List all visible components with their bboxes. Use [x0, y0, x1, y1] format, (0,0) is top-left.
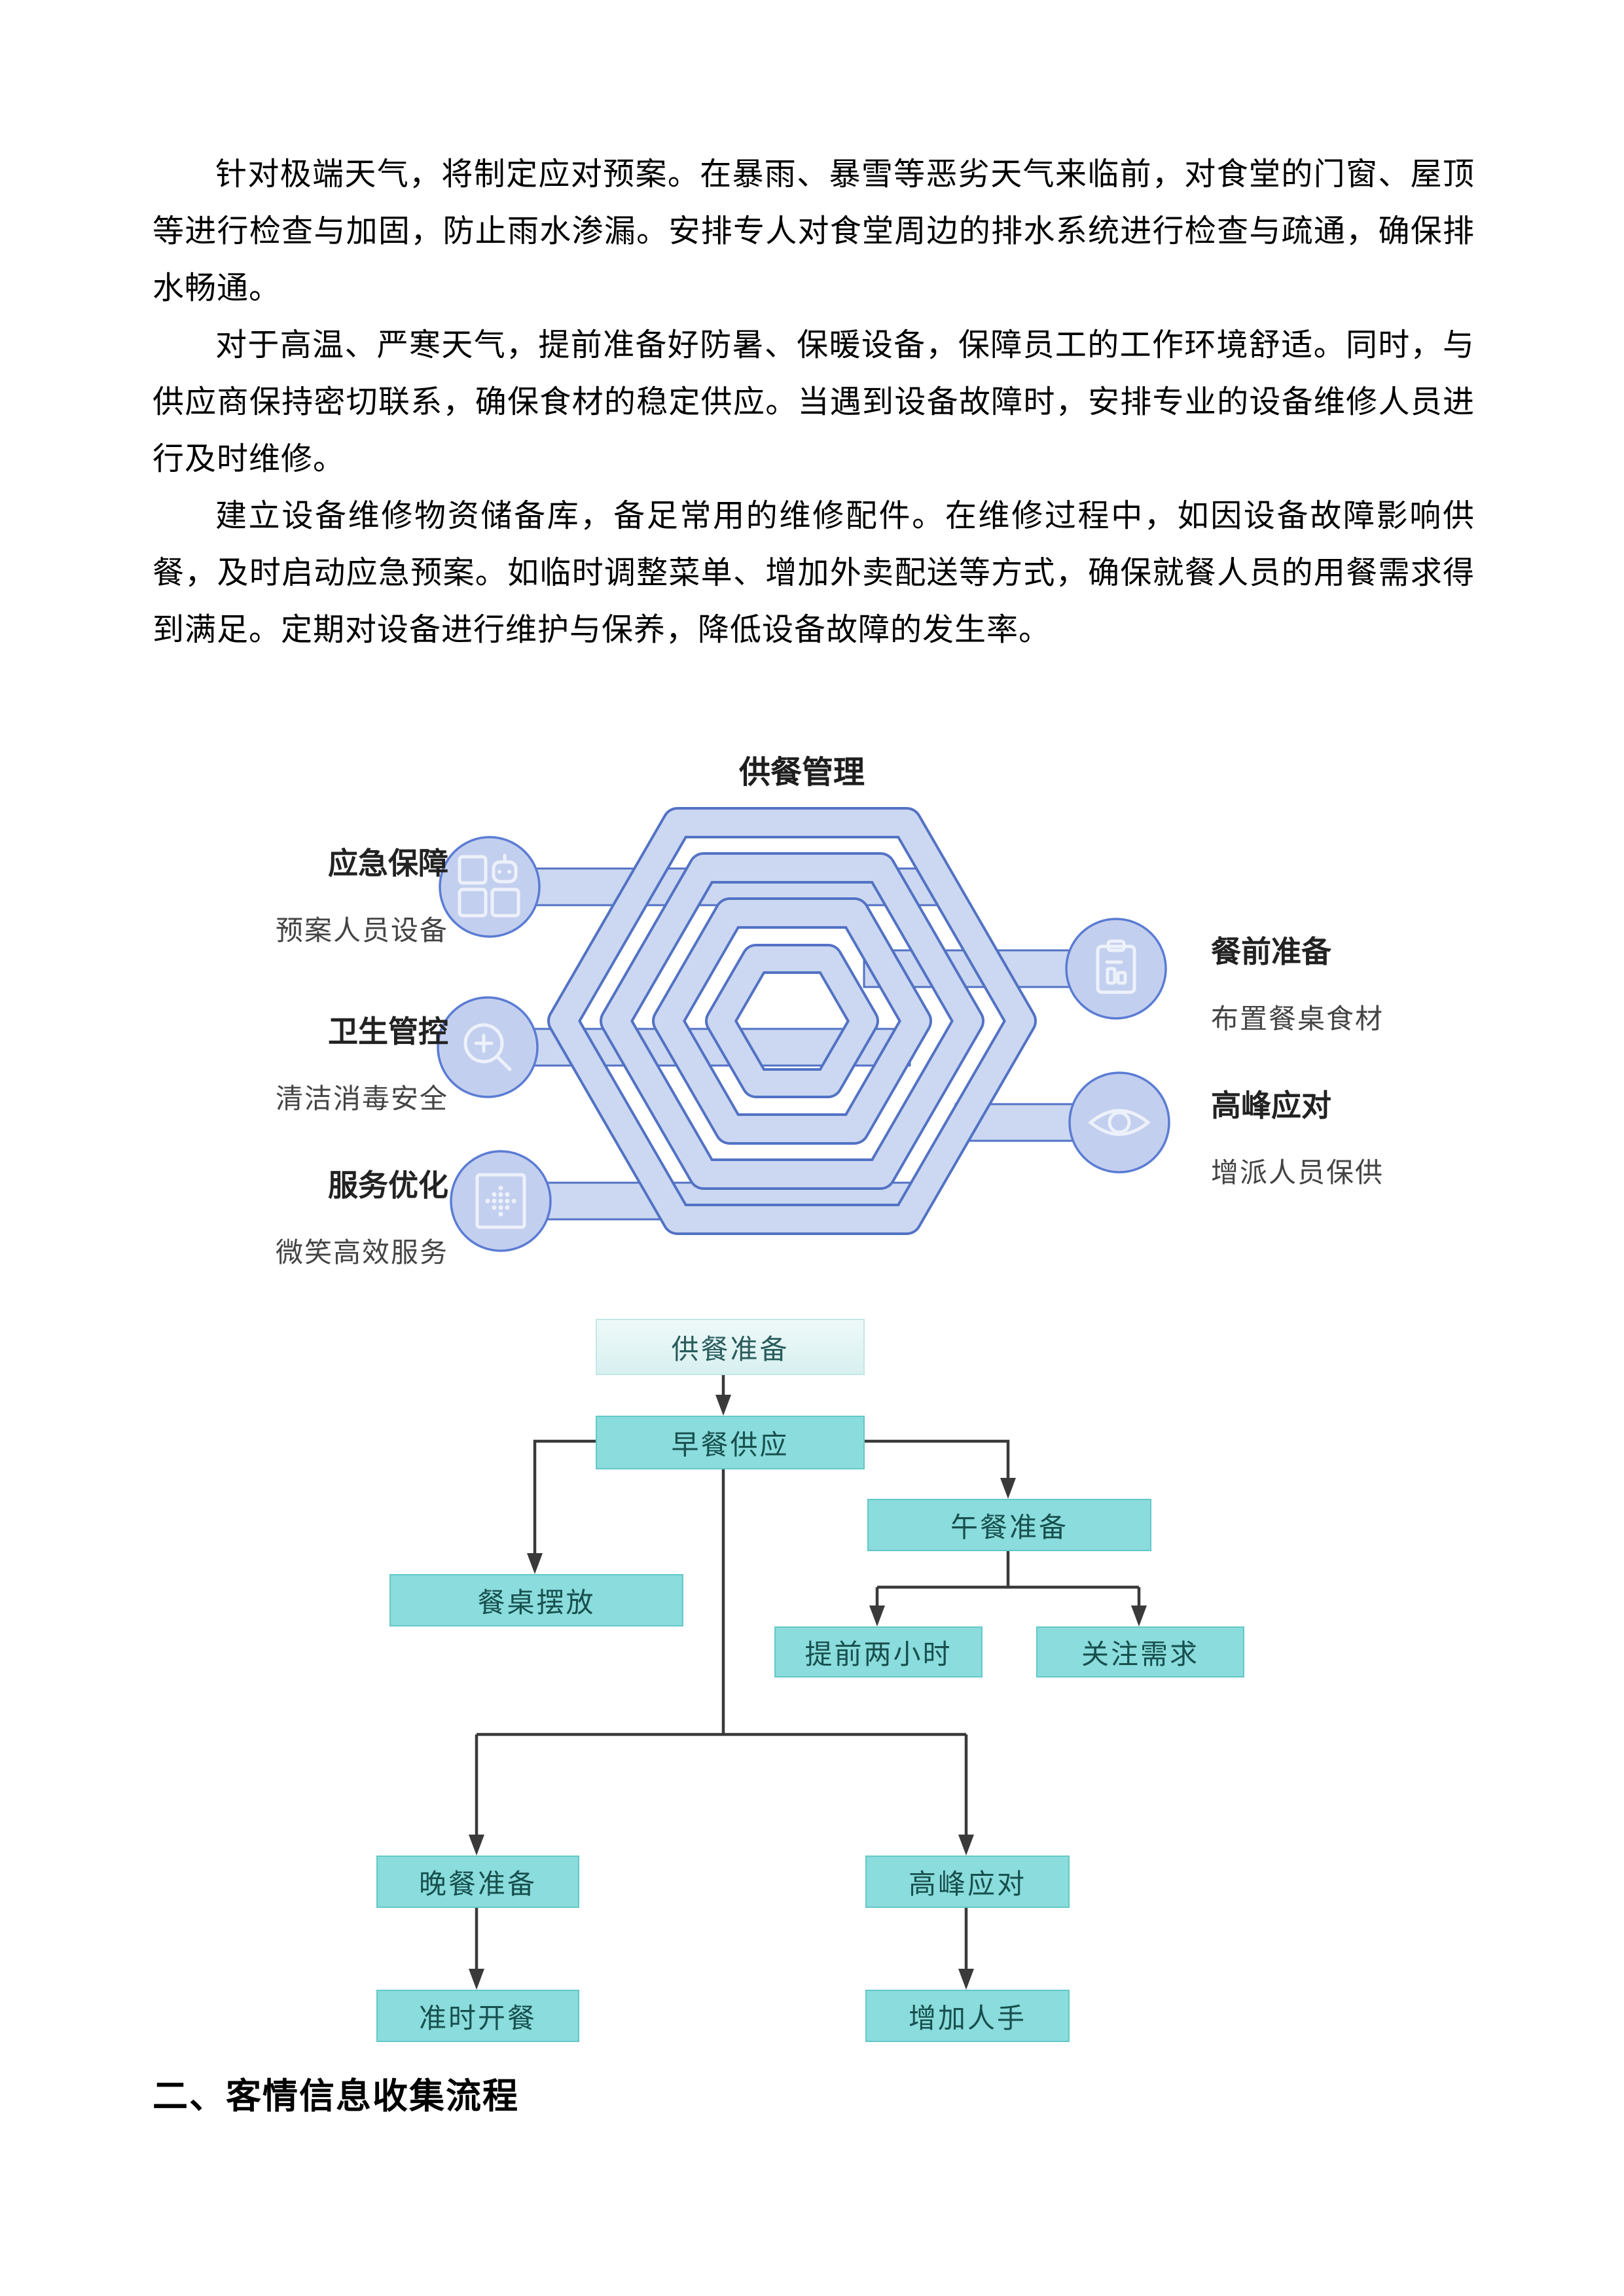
flowchart-node-peak: 高峰应对 — [865, 1856, 1070, 1908]
hex-sublabel-emergency: 预案人员设备 — [275, 916, 448, 946]
flowchart-node-table: 餐桌摆放 — [389, 1574, 683, 1626]
flowchart-node-needs: 关注需求 — [1036, 1626, 1244, 1677]
section-heading: 二、客情信息收集流程 — [153, 2077, 519, 2116]
flowchart-node-twohours: 提前两小时 — [774, 1626, 983, 1677]
hex-diagram-graphic — [437, 807, 1170, 1252]
paragraph-repair-stock: 建立设备维修物资储备库，备足常用的维修配件。在维修过程中，如因设备故障影响供餐，… — [153, 499, 1475, 647]
hex-label-peak: 高峰应对 — [1211, 1088, 1331, 1122]
flowchart-node-prep: 供餐准备 — [596, 1319, 865, 1375]
flowchart-connectors — [469, 1372, 1147, 1990]
hex-label-hygiene: 卫生管控 — [328, 1014, 448, 1049]
hex-sublabel-premeal: 布置餐桌食材 — [1211, 1005, 1384, 1035]
flowchart-node-ontime: 准时开餐 — [376, 1990, 579, 2042]
clipboard-icon — [1096, 939, 1136, 994]
paragraph-temperature: 对于高温、严寒天气，提前准备好防暑、保暖设备，保障员工的工作环境舒适。同时，与供… — [153, 328, 1475, 476]
flowchart-node-dinner: 晚餐准备 — [376, 1856, 579, 1908]
dashboard-grid-icon — [458, 853, 520, 918]
hex-label-emergency: 应急保障 — [328, 846, 448, 880]
hex-label-premeal: 餐前准备 — [1211, 935, 1331, 969]
body-text-block: 针对极端天气，将制定应对预案。在暴雨、暴雪等恶劣天气来临前，对食堂的门窗、屋顶等… — [153, 146, 1475, 658]
magnifier-plus-icon — [463, 1023, 512, 1071]
dotted-pattern-icon — [475, 1173, 526, 1229]
hex-sublabel-peak: 增派人员保供 — [1211, 1158, 1384, 1189]
hex-diagram-title: 供餐管理 — [738, 755, 865, 790]
flowchart-node-lunch: 午餐准备 — [867, 1499, 1151, 1551]
hex-sublabel-hygiene: 清洁消毒安全 — [275, 1085, 448, 1115]
hex-sublabel-service: 微笑高效服务 — [275, 1238, 448, 1268]
hex-label-service: 服务优化 — [328, 1168, 448, 1202]
flowchart-node-staff: 增加人手 — [865, 1990, 1070, 2042]
arrowheads — [469, 1395, 1147, 1990]
flowchart-node-breakfast: 早餐供应 — [596, 1416, 865, 1469]
paragraph-extreme-weather: 针对极端天气，将制定应对预案。在暴雨、暴雪等恶劣天气来临前，对食堂的门窗、屋顶等… — [153, 157, 1475, 306]
eye-icon — [1088, 1109, 1151, 1136]
hexagon-maze — [547, 807, 1037, 1235]
